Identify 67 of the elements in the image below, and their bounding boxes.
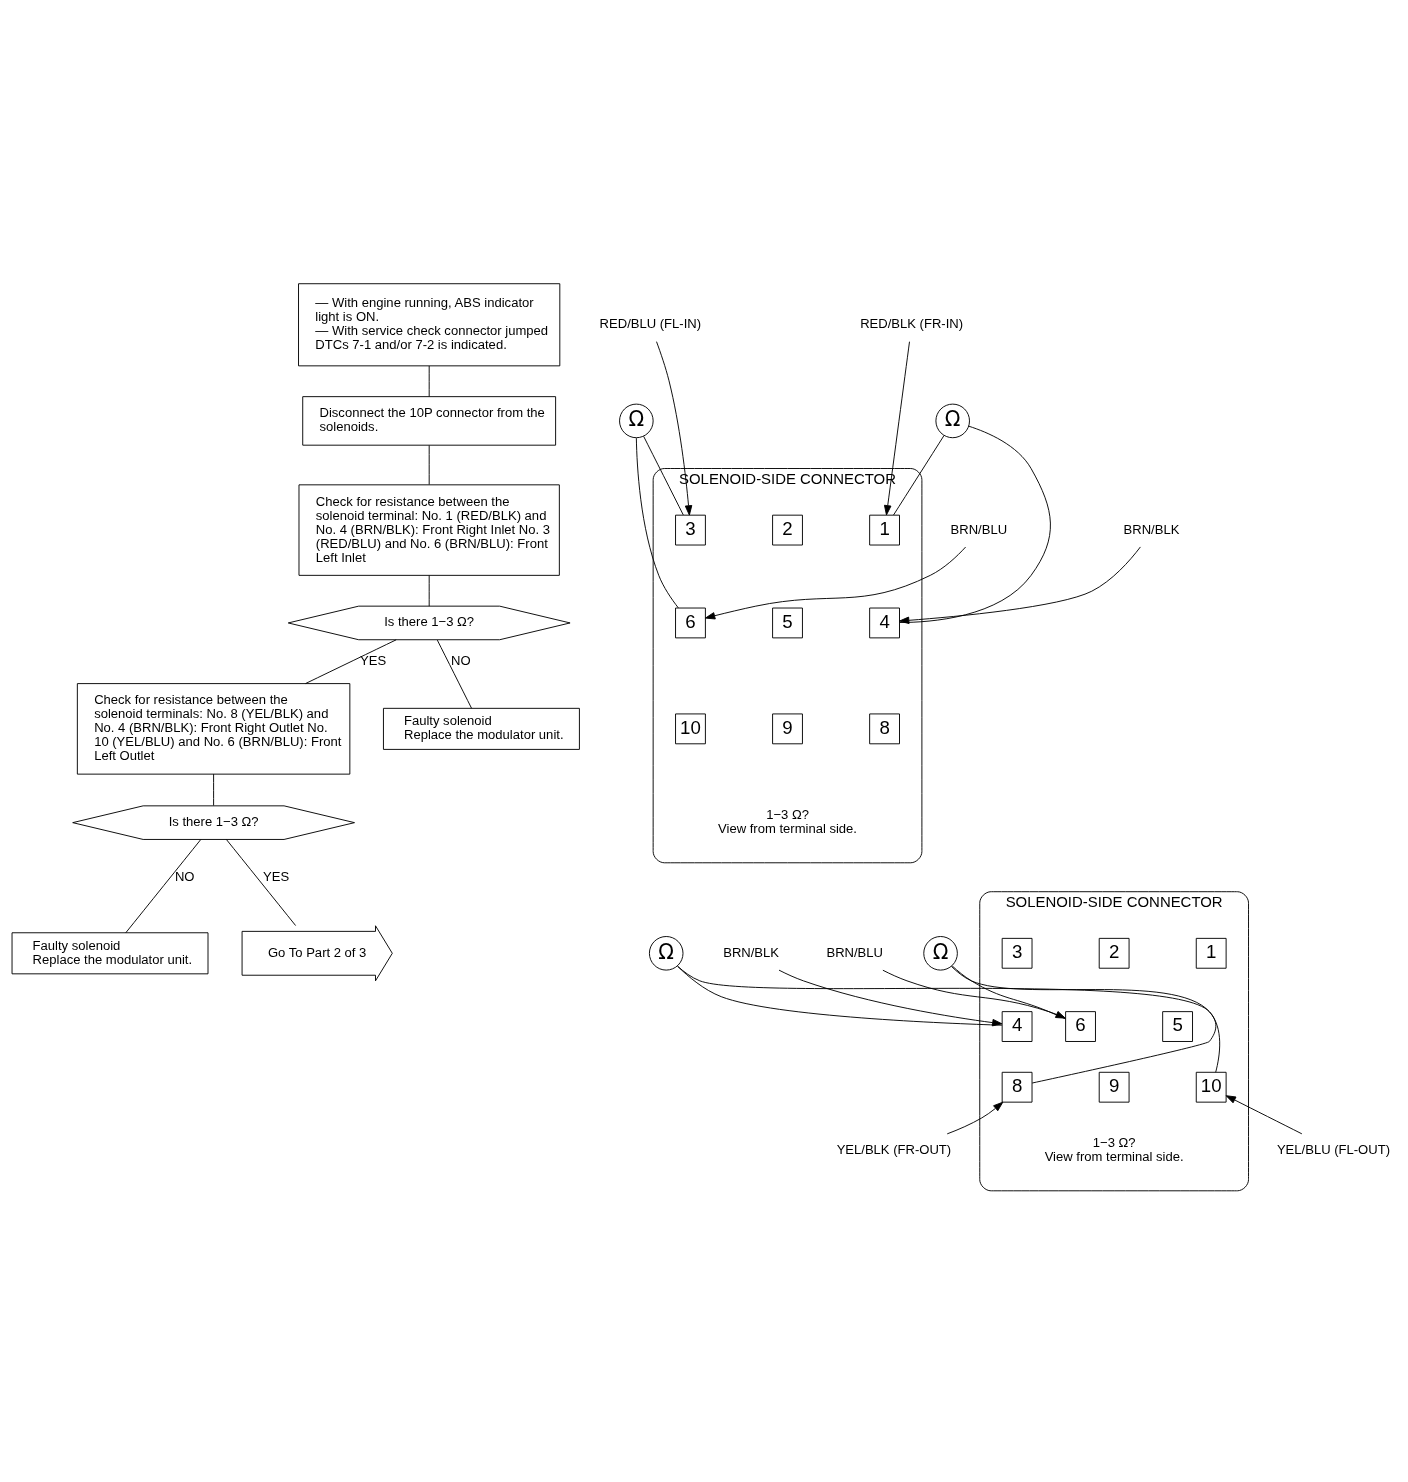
arrow	[884, 341, 910, 516]
node-box: 2	[772, 514, 803, 546]
node-box: 6	[1065, 1011, 1096, 1042]
connector	[951, 965, 1066, 1020]
connector	[428, 365, 430, 397]
node-box: 9	[1098, 1071, 1130, 1103]
node-box: Disconnect the 10P connector from the solenoids.	[302, 396, 557, 446]
node-text: BRN/BLK	[1123, 521, 1180, 537]
arrow	[656, 341, 693, 516]
node-text: YEL/BLU (FL-OUT)	[1276, 1142, 1390, 1158]
node-label: 1−3 Ω?	[766, 807, 809, 823]
connector	[125, 839, 202, 934]
node-box: 5	[772, 607, 803, 639]
connector	[950, 965, 1221, 1073]
node-box: 8	[869, 713, 900, 745]
arrow	[946, 1101, 1004, 1135]
edge-label: YES	[263, 868, 290, 884]
arrow	[705, 546, 967, 620]
arrow	[882, 969, 1066, 1019]
node-box: Check for resistance between the solenoid terminals: No. 8 (YEL/BLK) and No. 4 (BRN/BLK): Front Right Outlet No. 10 (YEL/BLU) and No. 6 (BRN/BLU): Front Left Outlet	[76, 683, 351, 775]
node-text: BRN/BLK	[723, 944, 780, 960]
node-box: — With engine running, ABS indicator light is ON. — With service check connector jumped DTCs 7-1 and/or 7-2 is indicated.	[298, 283, 561, 367]
arrow	[778, 969, 1003, 1027]
node-text: BRN/BLU	[950, 521, 1008, 537]
node-box: Check for resistance between the solenoid terminal: No. 1 (RED/BLK) and No. 4 (BRN/BLK): Front Right Inlet No. 3 (RED/BLU) and No. 6 (BRN/BLU): Front Left Inlet	[298, 484, 560, 576]
node-text: RED/BLU (FL-IN)	[599, 316, 702, 332]
node-box: 4	[869, 607, 900, 639]
edge-label: NO	[174, 868, 195, 884]
node-box: 6	[675, 607, 706, 639]
connector	[893, 434, 945, 516]
node-box: 9	[772, 713, 803, 745]
node-box: 2	[1098, 937, 1130, 969]
node-circle: Ω	[923, 936, 958, 971]
node-text: RED/BLK (FR-IN)	[860, 316, 964, 332]
edge-label: NO	[451, 653, 471, 669]
arrow	[1225, 1095, 1303, 1135]
connector	[226, 839, 297, 927]
connector	[899, 425, 1051, 623]
node-circle: Ω	[619, 403, 654, 439]
connector	[213, 773, 215, 806]
arrow	[899, 546, 1141, 625]
connector	[305, 639, 397, 685]
connector	[436, 639, 472, 709]
node-box: Faulty solenoid Replace the modulator unit.	[11, 932, 209, 975]
node-box: Faulty solenoid Replace the modulator unit.	[383, 707, 580, 750]
node-box: 4	[1001, 1011, 1033, 1042]
connector	[677, 965, 1217, 1084]
node-circle: Ω	[648, 936, 684, 971]
connector	[635, 437, 679, 609]
node-circle: Ω	[935, 403, 970, 439]
node-box: 3	[675, 514, 706, 546]
node-label: View from terminal side.	[1044, 1149, 1184, 1165]
node-label: View from terminal side.	[718, 821, 858, 837]
node-box: 10	[1195, 1071, 1227, 1103]
connector	[428, 444, 430, 485]
connector	[428, 575, 430, 607]
connector	[643, 435, 684, 516]
node-box: 10	[675, 713, 706, 745]
node-box: 8	[1001, 1071, 1033, 1103]
node-box: 5	[1162, 1011, 1193, 1042]
node-text: BRN/BLU	[826, 944, 883, 960]
node-label: 1−3 Ω?	[1092, 1135, 1136, 1151]
edge-label: YES	[360, 653, 387, 669]
node-box: 3	[1001, 937, 1033, 969]
node-box: 1	[869, 514, 900, 546]
node-text: YEL/BLK (FR-OUT)	[836, 1142, 952, 1158]
node-box: 1	[1195, 937, 1227, 969]
